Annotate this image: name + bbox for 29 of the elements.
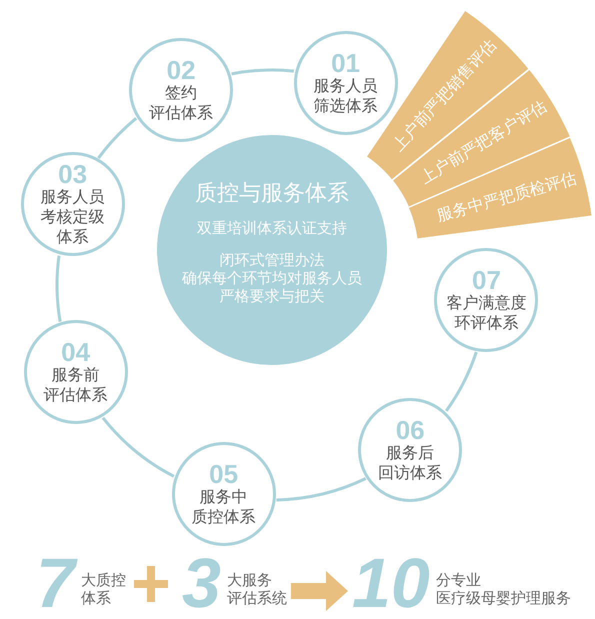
step-number: 02 <box>166 56 196 84</box>
ring-line <box>445 351 478 412</box>
step-label: 签约评估体系 <box>149 84 214 124</box>
step-number: 01 <box>331 48 360 77</box>
step-number: 03 <box>58 160 88 188</box>
step-label: 服务人员筛选体系 <box>314 76 378 117</box>
step-number: 05 <box>209 460 238 488</box>
step-number: 07 <box>472 266 501 294</box>
total-label: 大服务评估系统 <box>226 572 287 608</box>
ring-line <box>56 256 62 322</box>
ring-line <box>276 477 366 502</box>
step-label: 服务人员考核定级体系 <box>40 188 105 248</box>
step-number: 04 <box>61 338 90 366</box>
big-number: 10 <box>352 548 430 618</box>
center-text: 双重培训体系认证支持 <box>197 220 347 238</box>
ring-line <box>97 117 138 160</box>
big-number: 3 <box>182 548 221 618</box>
center-title: 质控与服务体系 <box>195 180 349 206</box>
arrow <box>290 571 348 611</box>
step-label: 服务前评估体系 <box>44 366 108 406</box>
step-label: 服务后回访体系 <box>378 444 442 484</box>
ring-line <box>231 68 294 76</box>
total-label: 大质控体系 <box>80 572 126 608</box>
total-label: 分专业医疗级母婴护理服务 <box>436 572 571 608</box>
center-text: 闭环式管理办法确保每个环节均对服务人员严格要求与把关 <box>182 252 362 306</box>
step-label: 客户满意度环评体系 <box>446 294 526 334</box>
step-label: 服务中质控体系 <box>192 488 256 528</box>
ring-line <box>102 416 175 478</box>
step-number: 06 <box>396 416 425 444</box>
